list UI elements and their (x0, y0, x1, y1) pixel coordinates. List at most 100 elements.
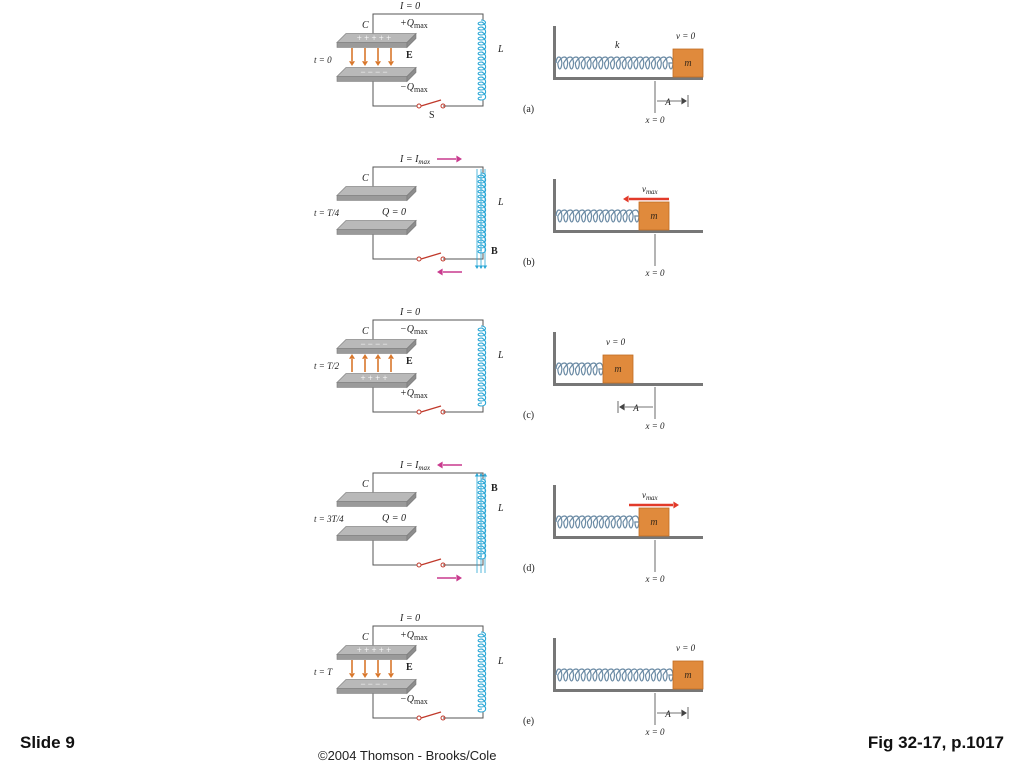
plate-top-face (336, 186, 417, 196)
magnetic-field-lines (474, 169, 488, 269)
spring (555, 515, 640, 529)
inductor-label: L (497, 656, 504, 667)
label-main: v (642, 490, 646, 500)
magnetic-field-label: B (491, 246, 498, 257)
label-main: v (642, 184, 646, 194)
top-plate-charge-label: +Qmax (400, 18, 428, 30)
label-subscript: max (646, 494, 659, 502)
capacitor-bottom-plate (336, 678, 417, 695)
plate-front-face (336, 382, 408, 388)
mass-block (638, 507, 670, 537)
switch-contact (416, 256, 422, 262)
arrowhead (388, 61, 394, 66)
arrowhead (456, 155, 462, 163)
arrowhead (482, 473, 488, 477)
magnetic-field-lines (474, 473, 488, 573)
panel-label: (e) (523, 716, 534, 727)
switch-blade (420, 711, 442, 719)
inductor-label: L (497, 197, 504, 208)
label-subscript: max (414, 633, 428, 642)
current-label: I = Imax (399, 154, 431, 166)
plate-side-face (406, 66, 417, 83)
floor (553, 77, 703, 80)
switch-contact (440, 409, 446, 415)
current-arrow-top (437, 155, 462, 163)
switch-contact (416, 715, 422, 721)
field-label: E (406, 356, 413, 367)
switch-blade (420, 558, 442, 566)
wall (553, 485, 556, 536)
arrowhead (478, 473, 484, 477)
plate-front-face (336, 501, 408, 507)
arrowhead (456, 574, 462, 582)
arrowhead (437, 268, 443, 276)
spring-mass-system: mv = 0x = 0A (553, 332, 703, 431)
arrowhead (478, 265, 484, 269)
panel-label: (a) (523, 104, 534, 115)
mass-label: m (650, 517, 657, 528)
top-wire (372, 13, 484, 34)
arrowhead (388, 354, 394, 359)
time-label: t = 0 (314, 55, 332, 65)
top-plate-signs: + + + + + (357, 645, 391, 655)
bottom-wire-left (372, 539, 417, 566)
capacitor-label: C (362, 479, 369, 490)
plate-front-face (336, 76, 408, 82)
current-label: I = 0 (399, 613, 420, 624)
switch (416, 405, 446, 415)
plate-side-face (406, 678, 417, 695)
switch-contact (416, 409, 422, 415)
amplitude-arrow (619, 403, 653, 411)
arrowhead (375, 354, 381, 359)
panel-label: (c) (523, 410, 534, 421)
spring (555, 668, 674, 682)
plate-top-face (336, 220, 417, 230)
bottom-plate-charge-label: +Qmax (400, 388, 428, 400)
inductor (477, 325, 487, 407)
label-subscript: max (414, 21, 428, 30)
inductor (477, 478, 487, 560)
bottom-wire-right (443, 559, 484, 566)
capacitor-top-plate (336, 338, 417, 355)
arrowhead (673, 501, 679, 509)
switch-contact (440, 256, 446, 262)
arrowhead (349, 354, 355, 359)
switch-blade (420, 252, 442, 260)
spring (555, 56, 674, 70)
arrowhead (619, 403, 625, 411)
top-wire (372, 166, 484, 187)
spring-coil (555, 362, 604, 376)
plate-front-face (336, 348, 408, 354)
arrowhead (623, 195, 629, 203)
time-label: t = 3T/4 (314, 514, 344, 524)
spring (555, 362, 604, 376)
electric-field-arrows (349, 660, 394, 678)
time-label: t = T/2 (314, 361, 340, 371)
label-subscript: max (418, 464, 431, 472)
plate-side-face (406, 219, 417, 236)
field-label: E (406, 50, 413, 61)
bottom-wire-left (372, 386, 417, 413)
top-plate-signs: + + + + + (357, 33, 391, 43)
switch-contact (440, 715, 446, 721)
label-subscript: max (418, 158, 431, 166)
label-subscript: max (414, 327, 428, 336)
plate-top-face (336, 492, 417, 502)
arrowhead (362, 673, 368, 678)
copyright: ©2004 Thomson - Brooks/Cole (318, 748, 497, 763)
mass-label: m (684, 58, 691, 69)
capacitor-charge-label: Q = 0 (382, 207, 406, 218)
label-subscript: max (646, 188, 659, 196)
current-label: I = 0 (399, 307, 420, 318)
equilibrium-label: x = 0 (644, 115, 665, 125)
label-main: −Q (400, 82, 415, 93)
inductor-label: L (497, 350, 504, 361)
switch (416, 252, 446, 262)
